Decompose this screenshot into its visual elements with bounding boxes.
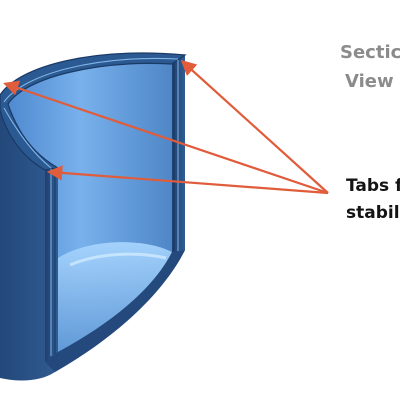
floor-highlight [69,252,167,267]
arrow-to-right-tab [180,59,329,194]
cut-top-rim [0,52,187,171]
inner-floor [58,242,172,352]
arrow-to-rim-left [3,80,329,195]
arrow-to-left-tab [46,165,329,195]
bottom-rim [45,250,185,372]
tabs-label-line2: stabil [346,203,400,223]
rim-inner-line-2 [3,107,52,169]
section-view-title-line2: View [345,71,394,92]
section-view-title-line1: Sectic [340,42,400,63]
callout-arrows [3,59,329,195]
tabs-label-line1: Tabs f [346,176,400,196]
